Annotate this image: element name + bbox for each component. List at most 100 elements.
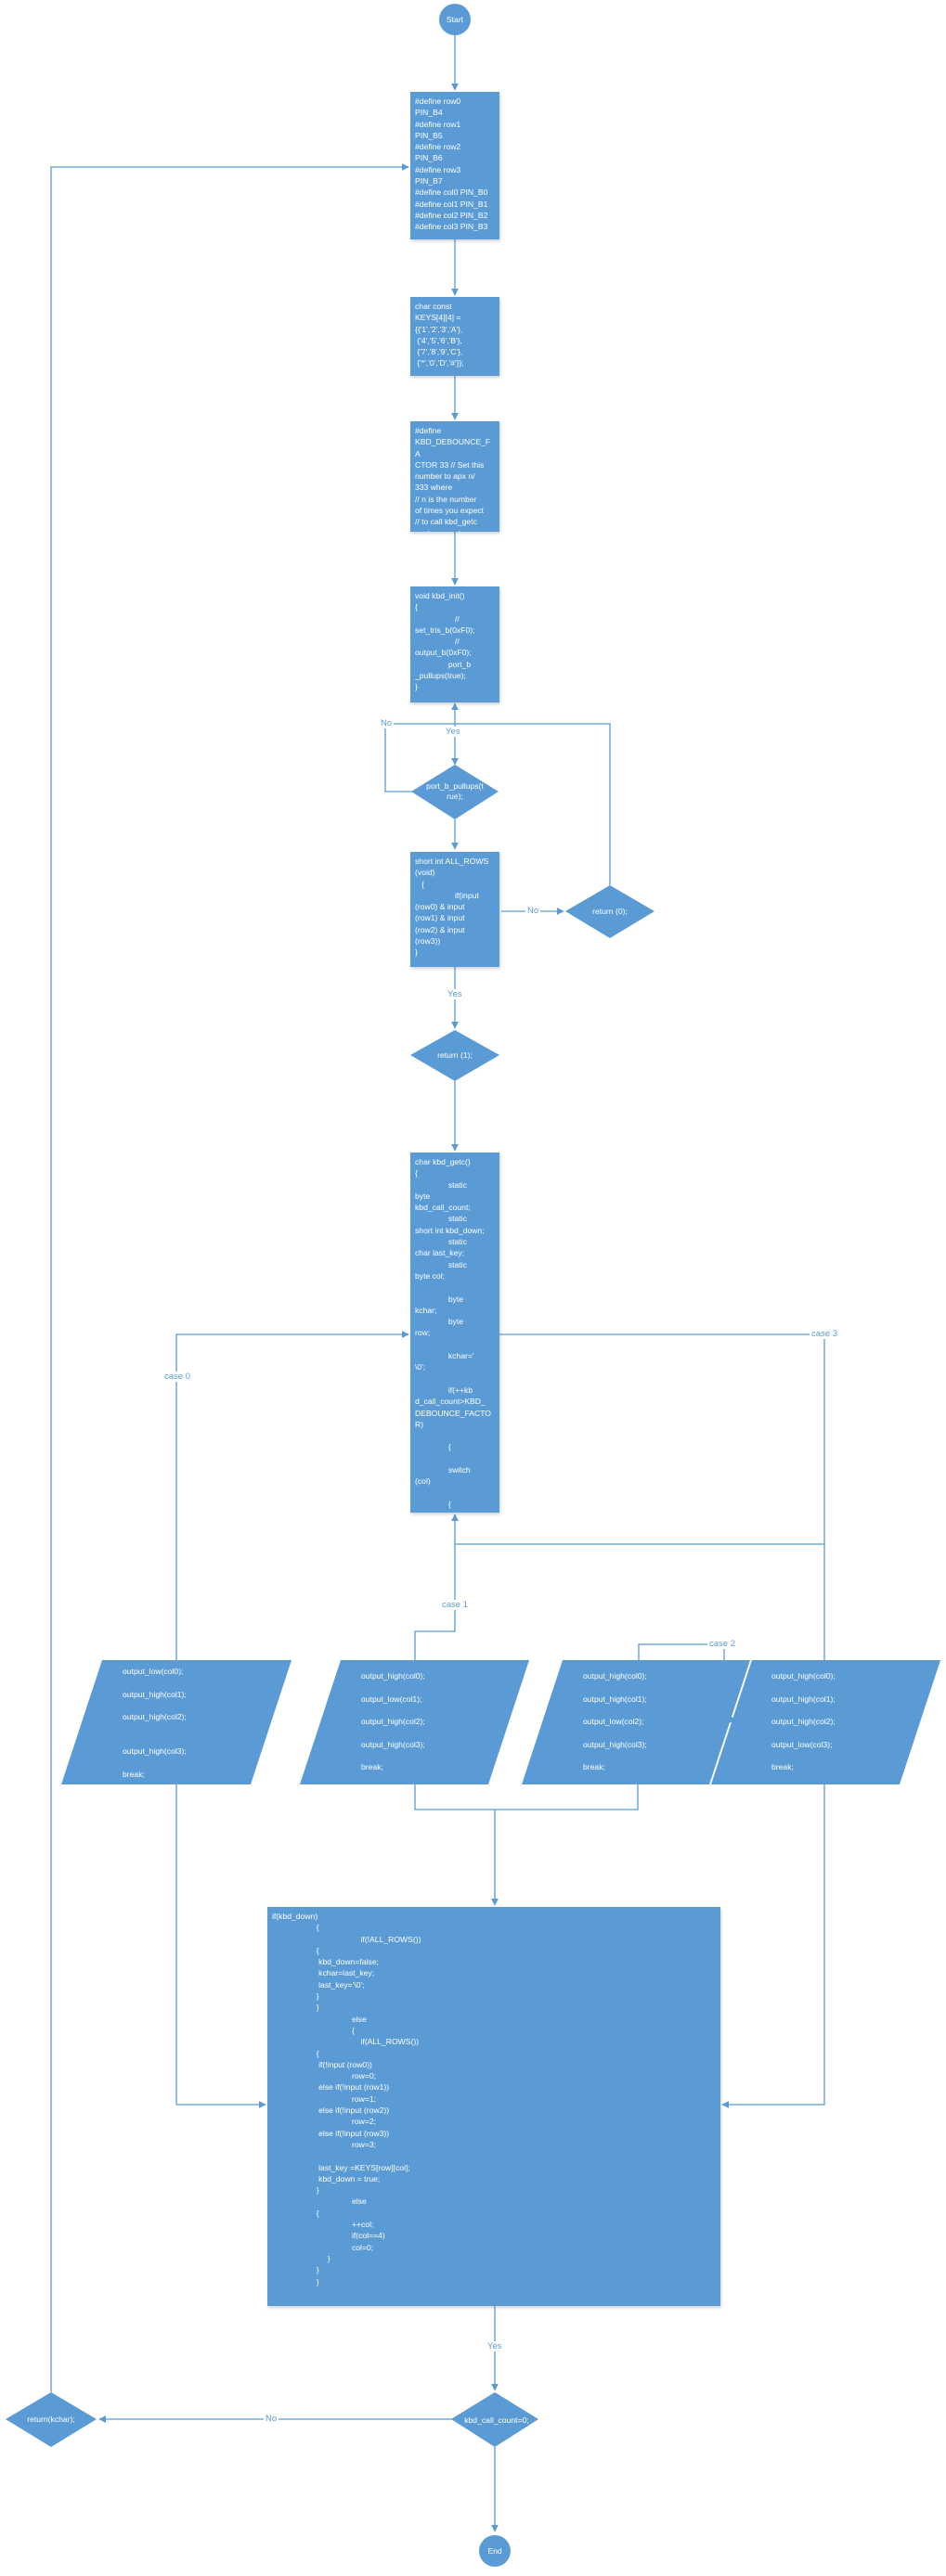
case1-line [361, 1681, 425, 1693]
case3-label: case 3 [810, 1329, 839, 1339]
debounce-line: each second [415, 528, 495, 532]
kbd-init-line: port_b [415, 659, 472, 669]
debounce-line: of times you expect [415, 506, 485, 516]
kbd-init-line: } [415, 682, 418, 692]
keys-line: {'4','5','6','B'}, [415, 335, 462, 345]
kbd-getc-line: static [415, 1237, 467, 1247]
case0-code: output_low(col0);output_high(col1);outpu… [123, 1666, 187, 1780]
end-label: End [487, 2545, 502, 2556]
kbd-down-line: row=0; [272, 2071, 377, 2081]
case0-line: output_low(col0); [123, 1667, 184, 1676]
case2-line [583, 1681, 647, 1693]
kbd-init-line: _pullups(true); [415, 671, 466, 681]
defines-line: #define row3 [415, 164, 461, 174]
debounce-line: // to call kbd_getc [415, 517, 477, 527]
case2-line: output_high(col1); [583, 1694, 647, 1704]
case1-line: output_high(col0); [361, 1671, 425, 1681]
case1-line: output_low(col1); [361, 1694, 422, 1704]
case0-line [123, 1734, 187, 1745]
kbd-getc-line: kbd_call_count; [415, 1203, 471, 1213]
case0-line: output_high(col3); [123, 1746, 187, 1757]
kbd-down-line: else if(!input (row2)) [272, 2106, 390, 2116]
defines-line: PIN_B5 [415, 130, 443, 140]
kbd-init-line: output_b(0xF0); [415, 648, 472, 658]
kbd-down-line: } [272, 2253, 330, 2263]
kbd-down-line: row=3; [272, 2139, 377, 2149]
case2-line: break; [583, 1762, 605, 1772]
case3-line [771, 1681, 836, 1693]
keys-line: KEYS[4][4] = [415, 313, 461, 323]
case0-label: case 0 [162, 1372, 192, 1382]
kbd-getc-line: char last_key; [415, 1248, 465, 1258]
defines-line: #define row0 [415, 97, 461, 106]
all-rows-line: (row3)) [415, 936, 441, 947]
kbd-init-line: { [415, 602, 418, 612]
keys-line: {'*','0','D','#'}}; [415, 358, 464, 368]
kbd-down-line [272, 2150, 716, 2161]
kbd-getc-line [415, 1282, 495, 1293]
kbd-getc-line [415, 1488, 495, 1499]
kbd-down-line: if(ALL_ROWS()) [272, 2037, 420, 2047]
case0-line [123, 1700, 187, 1711]
kbd-down-line: } [272, 2185, 319, 2196]
kbd-down-line: else if(!input (row1)) [272, 2082, 390, 2093]
keys-line: {'7','8','9','C'}, [415, 347, 463, 357]
kbd-down-line: { [272, 1945, 319, 1955]
return-kchar-decision [6, 2392, 97, 2447]
defines-line: #define col0 PIN_B0 [415, 187, 488, 198]
kbd-init-line: // [415, 637, 460, 647]
case1-line: break; [361, 1762, 383, 1772]
kbd-getc-line: switch [415, 1465, 471, 1475]
defines-line: #define col2 PIN_B2 [415, 210, 488, 220]
no-label-pullups: No [379, 718, 395, 728]
kbd-down-line: if(col==4) [272, 2231, 385, 2241]
yes-label-allrows: Yes [446, 989, 464, 999]
kbd-getc-line: byte col; [415, 1270, 446, 1281]
kbd-down-line: if(!ALL_ROWS()) [272, 1934, 421, 1944]
case1-line [361, 1705, 425, 1716]
kbd-down-line: row=2; [272, 2117, 377, 2127]
kbd-down-line: else [272, 2014, 367, 2024]
all-rows-line: { [415, 879, 425, 889]
case2-line: output_high(col0); [583, 1671, 647, 1681]
kbd-down-line: last_key='\0'; [272, 1979, 365, 1990]
kbd-getc-line: char kbd_getc() [415, 1157, 471, 1166]
defines-line: PIN_B7 [415, 176, 443, 187]
case1-line: output_high(col2); [361, 1717, 425, 1727]
case2-line: output_high(col3); [583, 1739, 647, 1749]
pullups-decision [411, 765, 499, 819]
case1-line [361, 1750, 425, 1761]
case3-line: output_high(col1); [771, 1694, 836, 1704]
kbd-getc-line: if(++kb [415, 1385, 473, 1395]
all-rows-line: short int ALL_ROWS [415, 857, 489, 866]
case0-line [123, 1757, 187, 1768]
kbd-down-line: if(!input (row0)) [272, 2059, 372, 2069]
defines-line: PIN_B4 [415, 108, 443, 118]
yes-label-pullups: Yes [444, 727, 462, 737]
kbd-down-line: { [272, 2208, 319, 2218]
kbd-getc-line: DEBOUNCE_FACTO [415, 1408, 491, 1418]
all-rows-line: (row1) & input [415, 913, 465, 923]
debounce-line: number to apx n/ [415, 471, 475, 482]
case1-line: output_high(col3); [361, 1739, 425, 1749]
pullups-text: port_b_pullups(t rue); [426, 781, 484, 801]
kbd-getc-line: byte [415, 1191, 431, 1201]
call-count-text: kbd_call_count=0; [464, 2415, 529, 2425]
kbd-getc-line: d_call_count>KBD_ [415, 1397, 486, 1407]
case0-shape [61, 1660, 292, 1784]
debounce-line: // n is the number [415, 494, 477, 504]
kbd-getc-line [415, 1339, 495, 1350]
kbd-down-line: { [272, 2048, 319, 2058]
all-rows-line: (row0) & input [415, 902, 465, 912]
defines-line: PIN_B6 [415, 153, 443, 163]
case2-line [583, 1750, 647, 1761]
call-count-decision [451, 2392, 538, 2447]
kbd-down-line: if(kbd_down) [272, 1912, 318, 1921]
kbd-down-block: if(kbd_down) { if(!ALL_ROWS()) { kbd_dow… [267, 1907, 720, 2306]
kbd-down-line: kbd_down=false; [272, 1957, 379, 1967]
case3-line: break; [771, 1762, 794, 1772]
case0-line: output_high(col2); [123, 1712, 187, 1722]
